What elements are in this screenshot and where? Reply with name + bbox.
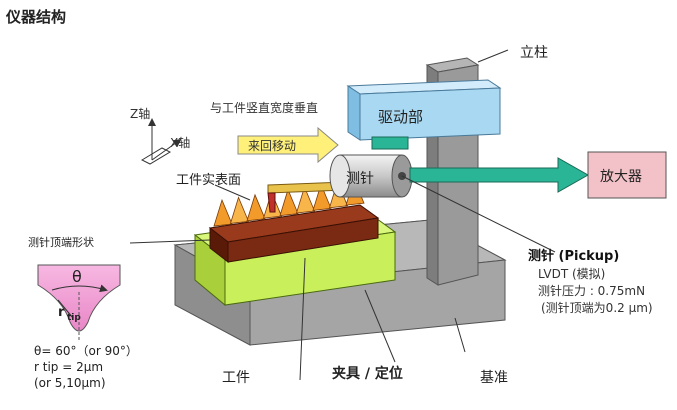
surface-tooth xyxy=(312,183,332,211)
label-perpendicular: 与工件竖直宽度垂直 xyxy=(210,100,318,115)
label-pickup-title: 测针 (Pickup) xyxy=(528,248,619,264)
label-pressure: 测针压力 : 0.75mN xyxy=(538,283,645,298)
tip-r-main: r xyxy=(58,305,65,320)
label-work-surface: 工件实表面 xyxy=(176,173,241,188)
workpiece-block xyxy=(208,204,380,264)
label-lvdt: LVDT (模拟) xyxy=(538,267,605,281)
label-base: 基准 xyxy=(480,369,508,386)
drive-unit xyxy=(346,79,502,150)
surface-tooth xyxy=(246,193,266,222)
label-tip-shape: 测针顶端形状 xyxy=(28,235,94,249)
label-tip-radius: (测针顶端为0.2 μm) xyxy=(541,300,653,315)
move-arrow xyxy=(237,126,339,164)
axis-indicator xyxy=(140,118,182,165)
label-amplifier: 放大器 xyxy=(600,169,642,185)
stylus-arm xyxy=(267,181,346,213)
label-stylus-body: 测针 xyxy=(346,171,374,187)
surface-tooth xyxy=(229,196,250,224)
tip-shape-inset xyxy=(37,264,121,340)
label-fixture: 夹具 / 定位 xyxy=(332,365,403,382)
surface-tooth xyxy=(295,185,316,214)
tip-r-alt: (or 5,10μm) xyxy=(34,376,106,390)
surface-tooth xyxy=(279,188,299,217)
surface-tooth xyxy=(213,198,233,227)
tip-r-sub: tip xyxy=(67,313,81,323)
label-workpiece: 工件 xyxy=(222,370,250,386)
amplifier-box xyxy=(587,151,667,199)
signal-arrow xyxy=(409,157,590,193)
leader-lines xyxy=(129,49,556,381)
tip-theta-symbol: θ xyxy=(72,267,82,286)
label-x-axis: X轴 xyxy=(170,135,190,150)
label-reciprocate: 来回移动 xyxy=(248,139,296,153)
tip-r-value: r tip = 2μm xyxy=(34,360,103,374)
label-z-axis: Z轴 xyxy=(130,106,150,121)
label-drive: 驱动部 xyxy=(378,108,423,126)
label-column: 立柱 xyxy=(520,45,548,61)
page-title: 仪器结构 xyxy=(6,8,67,26)
stylus-cylinder xyxy=(329,154,413,198)
tip-theta-value: θ= 60°（or 90°） xyxy=(34,344,138,358)
